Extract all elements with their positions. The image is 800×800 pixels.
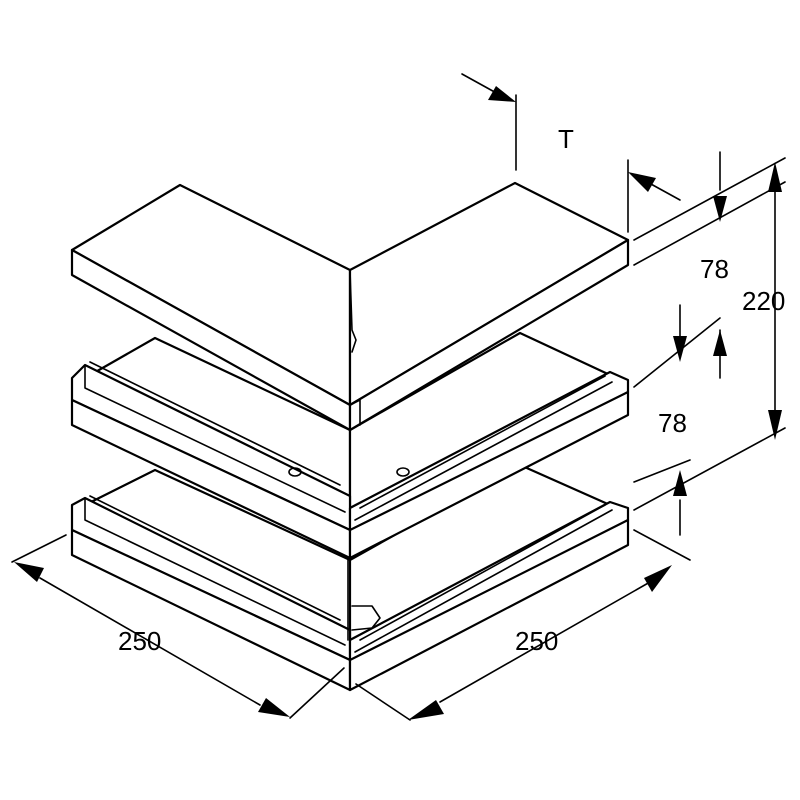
middle-tray-hole-left [288, 467, 302, 477]
dimension-label-250-right: 250 [515, 626, 558, 656]
middle-tray-right-base [348, 390, 630, 560]
dimension-height-total: 220 [742, 162, 785, 440]
bottom-tray-right-base [348, 518, 630, 692]
bottom-tray [70, 463, 630, 692]
dimension-label-250-left: 250 [118, 626, 161, 656]
dimension-width-left: 250 [11, 534, 345, 719]
dimension-height-lower: 78 [633, 329, 786, 536]
dimension-label-78-lower: 78 [658, 408, 687, 438]
dimension-label-220: 220 [742, 286, 785, 316]
dimension-width-right: 250 [355, 529, 691, 721]
dimension-height-upper: 78 [633, 151, 786, 388]
dimension-thickness: T [461, 73, 681, 233]
dimension-label-78-upper: 78 [700, 254, 729, 284]
middle-tray-hole-right [396, 467, 410, 477]
top-cover-right-edge [348, 238, 630, 432]
top-cover [70, 181, 630, 432]
middle-tray [70, 331, 630, 560]
dimension-label-t: T [558, 124, 574, 154]
